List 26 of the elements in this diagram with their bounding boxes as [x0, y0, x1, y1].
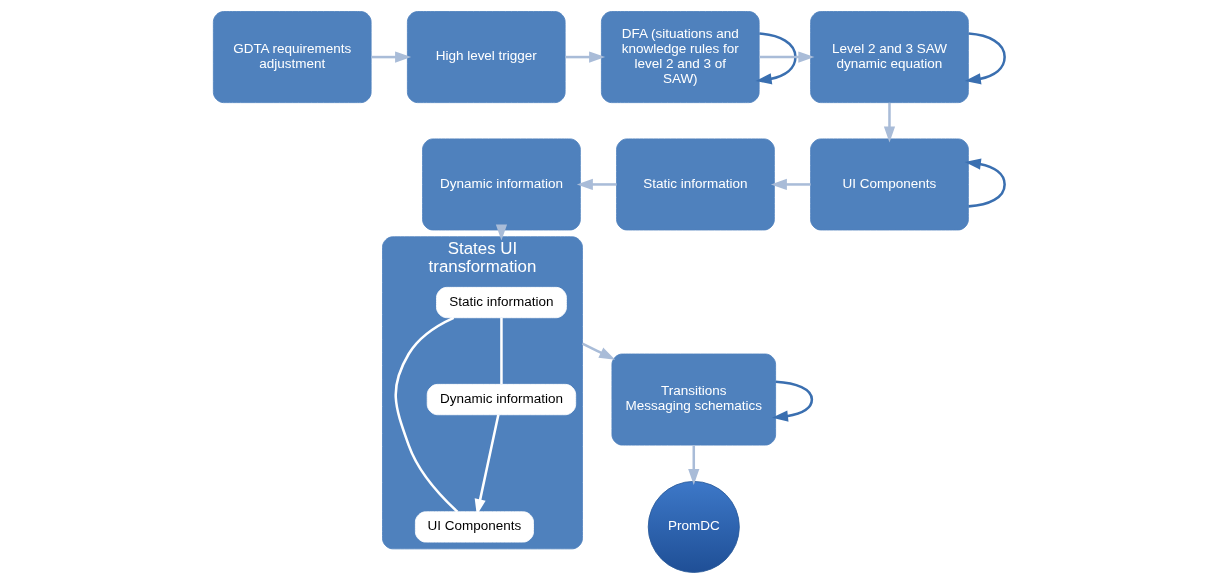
- node-box: GDTA requirements adjustment: [212, 11, 372, 104]
- arrow: [576, 178, 617, 191]
- arrow: [495, 224, 508, 241]
- connector: [394, 316, 459, 513]
- node-box: Static information: [436, 286, 567, 319]
- node-box: Dynamic information: [426, 383, 577, 416]
- arrow: [688, 445, 700, 485]
- node-box: Level 2 and 3 SAW dynamic equation: [810, 11, 969, 104]
- arrow: [770, 178, 811, 191]
- arrow: [771, 380, 814, 422]
- arrow: [883, 102, 896, 143]
- node-box: UI Components: [414, 511, 534, 543]
- node-box: High level trigger: [406, 11, 566, 104]
- node-circle: PromDC: [647, 480, 740, 573]
- node-box: Static information: [616, 138, 775, 231]
- arrow: [371, 51, 412, 63]
- arrow: [964, 32, 1006, 85]
- arrow: [964, 158, 1006, 208]
- node-box: Transitions Messaging schematics: [611, 353, 776, 446]
- arrow: [565, 51, 606, 63]
- arrow: [755, 32, 797, 85]
- node-box: UI Components: [810, 138, 969, 231]
- arrow: [759, 51, 815, 63]
- arrow: [581, 342, 616, 360]
- connector: [500, 317, 503, 385]
- node-box: DFA (situations and knowledge rules for level 2 and 3 of SAW): [601, 11, 760, 104]
